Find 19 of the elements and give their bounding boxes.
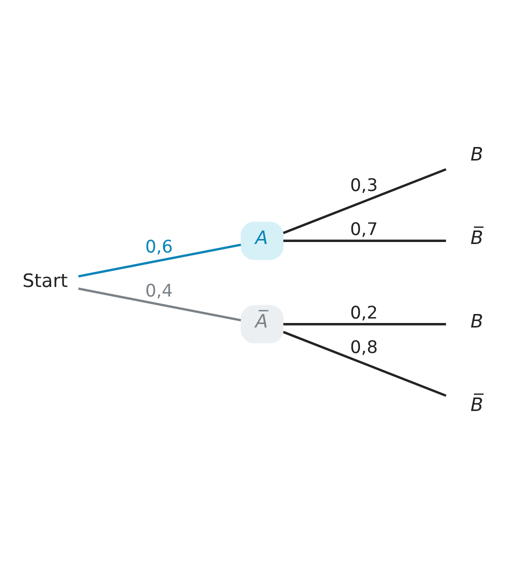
node-box: A̅ <box>240 304 284 343</box>
edge-label: 0,4 <box>145 280 173 301</box>
edge-label: 0,8 <box>350 338 378 358</box>
node-text: Start <box>22 270 68 292</box>
connector <box>78 243 242 277</box>
edge-label: 0,6 <box>145 236 173 257</box>
edge-label: 0,2 <box>350 302 378 323</box>
connector <box>282 330 446 396</box>
connector <box>283 322 446 325</box>
node-text: B̅ <box>470 394 484 416</box>
connector <box>78 287 242 321</box>
connector <box>282 168 446 234</box>
node-text: B <box>470 310 484 332</box>
node-text: B̅ <box>470 228 484 249</box>
connector <box>283 239 446 242</box>
edge-label: 0,3 <box>350 176 378 196</box>
node-text: B <box>470 144 484 166</box>
node-box: A <box>240 221 284 260</box>
edge-label: 0,7 <box>350 220 378 240</box>
